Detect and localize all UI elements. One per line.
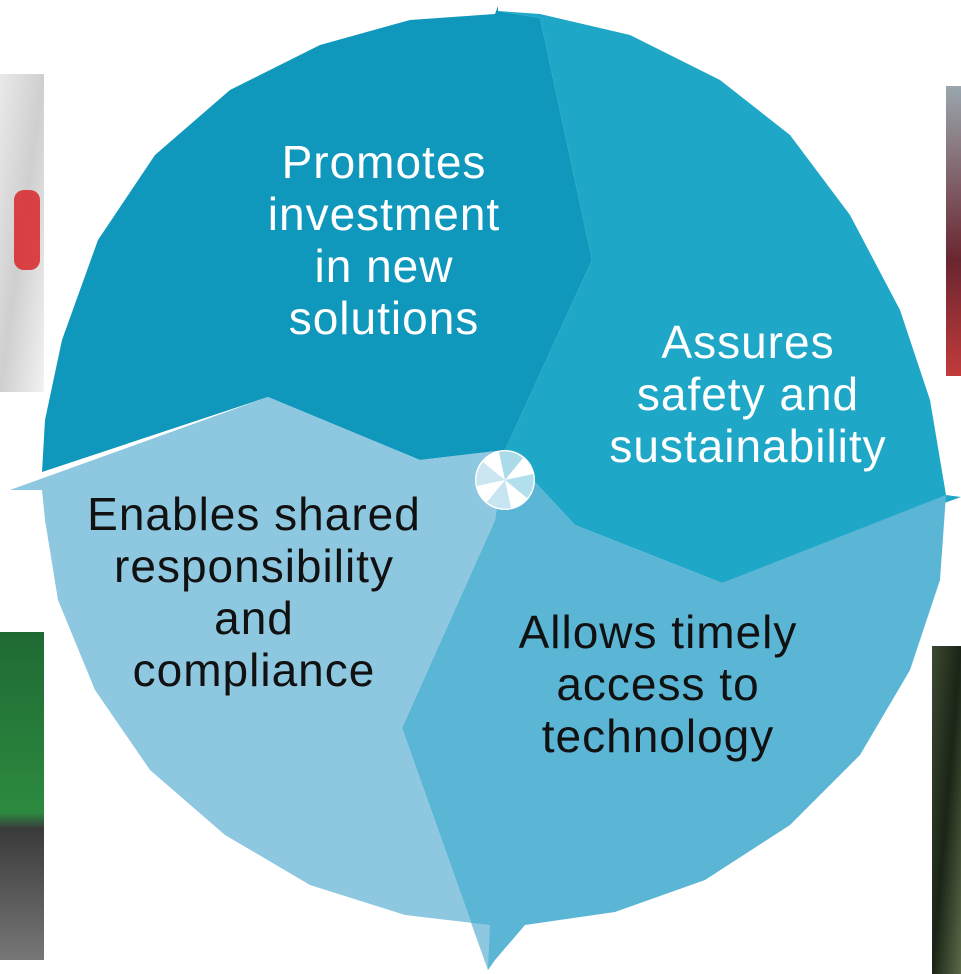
photo-top-right [946,86,961,376]
photo-bottom-right [932,646,961,974]
photo-top-left [0,74,44,392]
label-assures-safety: Assures safety and sustainability [568,316,928,472]
label-promotes-investment: Promotes investment in new solutions [224,136,544,344]
label-allows-timely-access: Allows timely access to technology [478,606,838,762]
label-line: investment [267,188,501,240]
segment-allows-timely-access [402,450,946,970]
label-line: solutions [288,292,480,344]
label-line: safety and [636,368,860,420]
label-line: in new [314,240,454,292]
label-line: access to [556,658,760,710]
label-line: Enables shared [87,488,421,540]
label-line: responsibility [114,540,394,592]
label-line: sustainability [609,420,887,472]
center-pinwheel-icon [475,450,535,510]
label-line: Allows timely [518,606,798,658]
label-line: and [214,592,294,644]
label-enables-shared-responsibility: Enables shared responsibility and compli… [44,488,464,696]
photo-bottom-left [0,632,44,960]
label-line: compliance [132,644,376,696]
segment-promotes-investment [42,6,592,472]
segment-assures-safety [498,11,961,583]
cycle-wheel [10,6,961,970]
label-line: Assures [661,316,835,368]
label-line: technology [541,710,775,762]
label-line: Promotes [281,136,487,188]
segment-enables-shared-responsibility [10,397,505,970]
